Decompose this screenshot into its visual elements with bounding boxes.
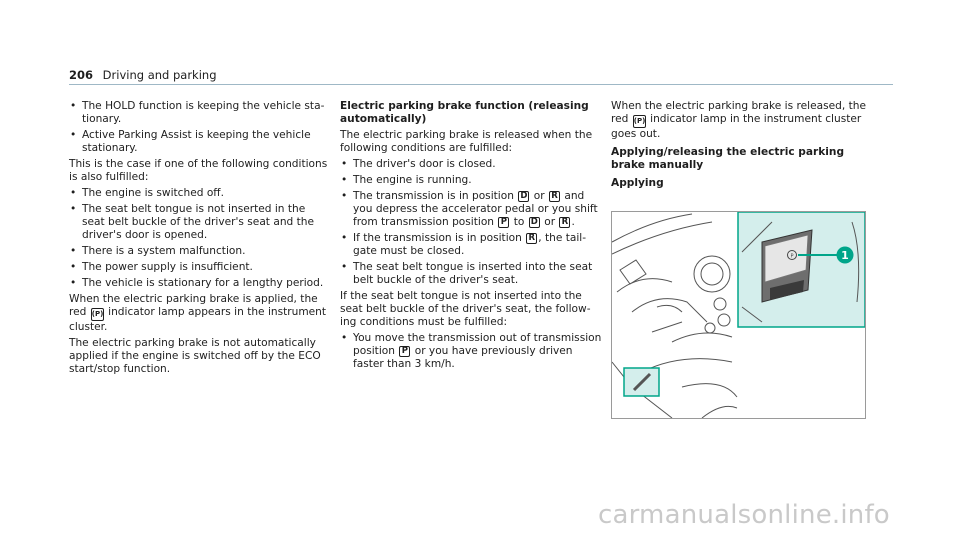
list-item: Active Parking Assist is keeping the veh… (69, 129, 331, 155)
paragraph: The electric parking brake is released w… (340, 129, 593, 154)
list-item: The vehicle is stationary for a lengthy … (69, 277, 331, 290)
callout-1: 1 (841, 249, 849, 262)
paragraph: The electric parking brake is not automa… (69, 337, 321, 375)
gear-d-symbol: D (518, 191, 530, 202)
gear-d-symbol: D (528, 217, 540, 228)
bullet-list: You move the transmission out of transmi… (340, 332, 602, 371)
list-item: The engine is running. (340, 174, 602, 187)
column-3: When the electric parking brake is relea… (611, 100, 873, 193)
subheading: Applying (611, 177, 664, 189)
page-header: 206 Driving and parking (69, 68, 893, 85)
list-item: The seat belt tongue is inserted into th… (340, 261, 602, 287)
list-item: There is a system malfunction. (69, 245, 331, 258)
list-item: If the transmission is in position R, th… (340, 232, 602, 258)
dashboard-drawing: P 1 (612, 212, 865, 418)
paragraph: When the electric parking brake is relea… (611, 100, 866, 140)
gear-p-symbol: P (399, 346, 411, 357)
column-2: Electric parking brake function (releasi… (340, 100, 602, 374)
column-1: The HOLD function is keeping the vehicle… (69, 100, 331, 379)
list-item: The engine is switched off. (69, 187, 331, 200)
parking-brake-indicator-icon: (P) (632, 115, 646, 128)
gear-r-symbol: R (526, 233, 538, 244)
paragraph: When the electric parking brake is appli… (69, 293, 331, 334)
gear-r-symbol: R (548, 191, 560, 202)
text: When the electric parking brake is appli… (69, 293, 318, 318)
paragraph: If the seat belt tongue is not inserted … (340, 290, 591, 328)
section-title: Driving and parking (102, 68, 217, 82)
bullet-list: The HOLD function is keeping the vehicle… (69, 100, 331, 155)
list-item: You move the transmission out of transmi… (340, 332, 602, 371)
list-item: The power supply is insufficient. (69, 261, 331, 274)
page-number: 206 (69, 68, 94, 82)
list-item: The driver's door is closed. (340, 158, 602, 171)
bullet-list: The engine is switched off. The seat bel… (69, 187, 331, 290)
section-heading: Electric parking brake function (releasi… (340, 100, 589, 125)
watermark: carmanualsonline.info (598, 500, 890, 530)
parking-brake-indicator-icon: (P) (90, 308, 104, 321)
gear-p-symbol: P (498, 217, 510, 228)
gear-r-symbol: R (559, 217, 571, 228)
paragraph: This is the case if one of the following… (69, 158, 328, 183)
list-item: The seat belt tongue is not inserted in … (69, 203, 331, 242)
bullet-list: The driver's door is closed. The engine … (340, 158, 602, 287)
list-item: The transmission is in position D or R a… (340, 190, 602, 229)
svg-text:P: P (790, 254, 793, 260)
section-heading: Applying/releasing the electric parking … (611, 146, 845, 171)
text: indicator lamp appears in the instru­men… (69, 306, 327, 333)
list-item: The HOLD function is keeping the vehicle… (69, 100, 331, 126)
parking-brake-illustration: P 1 (611, 211, 866, 419)
